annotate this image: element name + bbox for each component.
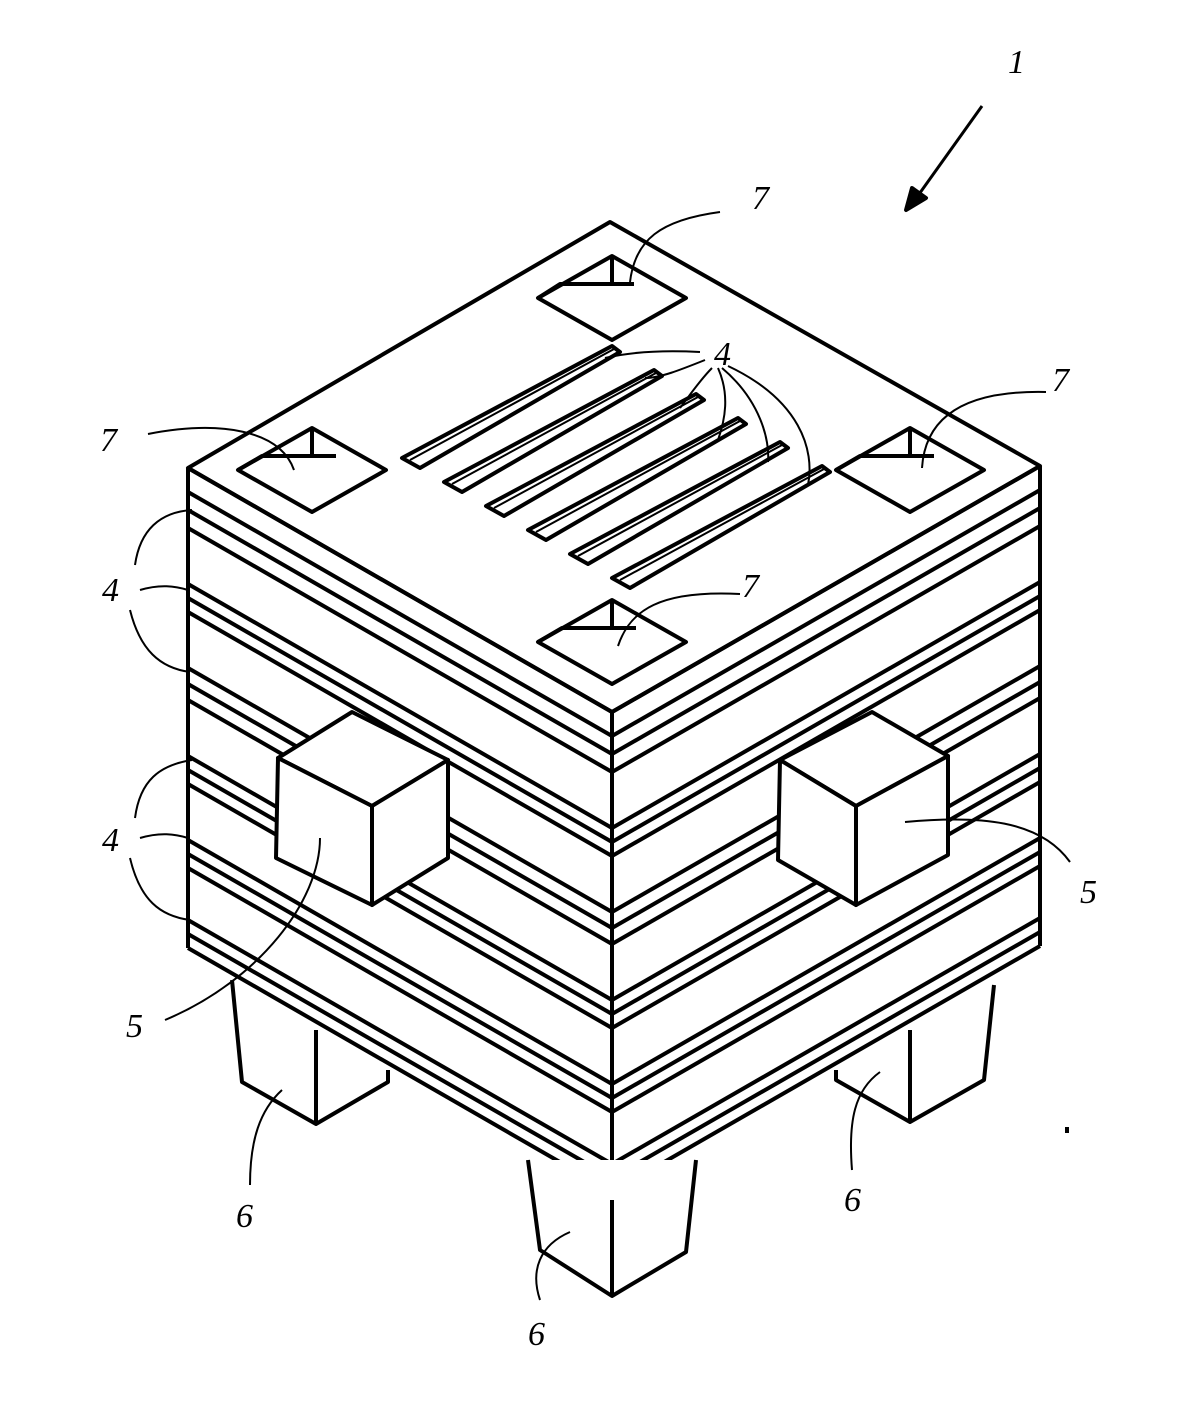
label-7: 7	[100, 422, 117, 459]
layer-line-left	[187, 852, 613, 1100]
drawing-stroke	[644, 359, 706, 379]
drawing-stroke	[727, 365, 811, 486]
drawing-stroke	[535, 1231, 571, 1301]
label-4: 4	[102, 572, 119, 609]
drawing-stroke	[854, 754, 950, 907]
label-6: 6	[528, 1316, 545, 1353]
label-7: 7	[1052, 362, 1069, 399]
layer-line-left	[187, 596, 613, 844]
label-6: 6	[844, 1182, 861, 1219]
layer-line-left	[187, 508, 613, 756]
drawing-stroke	[904, 818, 1071, 863]
drawing-stroke	[679, 367, 713, 409]
top-groove-inner	[451, 372, 657, 485]
layer-line-left	[187, 866, 613, 1114]
label-5: 5	[1080, 874, 1097, 911]
layer-line-left	[187, 932, 613, 1180]
layer-line-left	[187, 946, 613, 1194]
layer-line-left	[187, 782, 613, 1030]
label-7: 7	[752, 180, 769, 217]
drawing-stroke	[139, 833, 189, 839]
layer-line-right	[611, 930, 1041, 1180]
layer-line-right	[611, 864, 1041, 1114]
drawing-stroke	[134, 509, 193, 566]
block-5-left	[274, 710, 450, 907]
drawing-stroke	[904, 186, 928, 212]
drawing-stroke	[230, 979, 390, 1126]
recess-7-group	[236, 254, 986, 686]
layer-line-left	[187, 466, 613, 714]
top-groove-inner	[619, 468, 825, 581]
drawing-stroke	[139, 585, 189, 591]
drawing-stroke	[249, 1089, 283, 1186]
layer-line-right	[611, 524, 1041, 774]
layer-line-left	[187, 768, 613, 1016]
layer-line-right	[611, 594, 1041, 844]
layer-line-right	[611, 506, 1041, 756]
label-7: 7	[742, 568, 759, 605]
label-4: 4	[714, 336, 731, 373]
layer-line-right	[611, 944, 1041, 1194]
drawing-stroke	[910, 105, 984, 205]
layer-line-right	[611, 464, 1041, 714]
block-5-right	[776, 710, 950, 907]
drawing-stroke	[129, 609, 191, 673]
feet-6	[230, 979, 996, 1298]
leader-lines	[129, 211, 1071, 1301]
drawing-stroke	[164, 837, 321, 1021]
layer-line-left	[187, 838, 613, 1086]
drawing-stroke	[370, 758, 450, 907]
stray-dot	[1065, 1127, 1069, 1133]
layer-line-right	[611, 836, 1041, 1086]
drawing-stroke	[604, 350, 701, 359]
layer-line-right	[611, 780, 1041, 1030]
label-5: 5	[126, 1008, 143, 1045]
drawing-stroke	[134, 759, 193, 819]
label-4: 4	[102, 822, 119, 859]
label-1: 1	[1008, 44, 1025, 81]
layer-line-right	[611, 916, 1041, 1166]
drawing-stroke	[717, 367, 727, 441]
top-groove-inner	[577, 444, 783, 557]
drawing-stroke	[617, 592, 741, 647]
layer-line-left	[187, 526, 613, 774]
top-face	[186, 220, 1042, 714]
layer-line-right	[611, 580, 1041, 830]
drawing-stroke	[536, 282, 634, 300]
top-groove-inner	[493, 396, 699, 509]
layer-line-right	[611, 850, 1041, 1100]
layer-line-left	[187, 918, 613, 1166]
drawing-stroke	[147, 427, 295, 471]
drawing-stroke	[629, 211, 721, 283]
layer-line-left	[187, 582, 613, 830]
arrow-1	[904, 105, 984, 212]
layer-line-right	[611, 608, 1041, 858]
layer-line-right	[611, 766, 1041, 1016]
top-groove-inner	[409, 348, 615, 461]
drawing-stroke	[849, 1071, 881, 1171]
label-6: 6	[236, 1198, 253, 1235]
drawing-stroke	[129, 857, 191, 921]
layer-line-right	[611, 488, 1041, 738]
layer-line-left	[187, 490, 613, 738]
top-grooves	[400, 344, 832, 590]
top-groove-inner	[535, 420, 741, 533]
drawing-stroke	[721, 367, 770, 463]
drawing-stroke	[921, 390, 1047, 469]
